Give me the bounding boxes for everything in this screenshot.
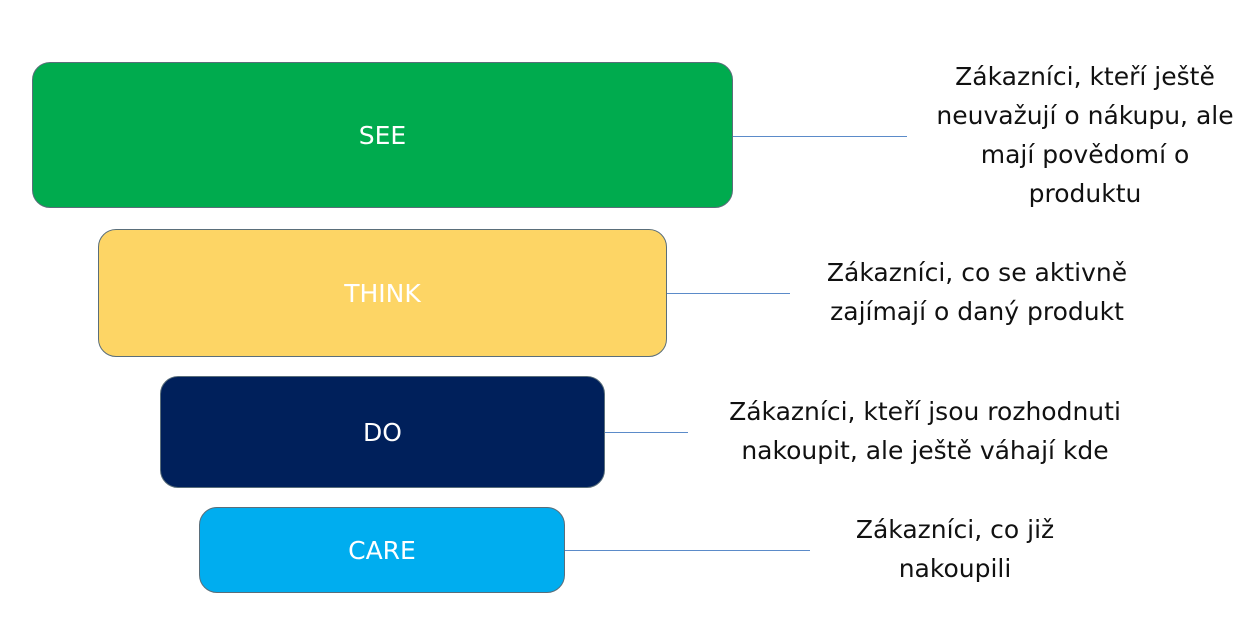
description-line: produktu — [1028, 179, 1142, 208]
stage-description: Zákazníci, co již nakoupili — [856, 510, 1054, 588]
connector-line — [565, 550, 810, 551]
stage-care: CARE — [199, 507, 565, 593]
stage-description: Zákazníci, kteří ještě neuvažují o nákup… — [936, 57, 1233, 213]
description-line: Zákazníci, kteří ještě — [955, 62, 1215, 91]
stage-description: Zákazníci, co se aktivně zajímají o daný… — [827, 253, 1127, 331]
stage-label: DO — [363, 417, 402, 447]
stage-label: SEE — [358, 120, 407, 150]
description-line: Zákazníci, co již — [855, 515, 1055, 544]
description-line: neuvažují o nákupu, ale — [936, 101, 1234, 130]
description-line: nakoupit, ale ještě váhají kde — [741, 436, 1109, 465]
connector-line — [605, 432, 688, 433]
description-line: mají povědomí o — [980, 140, 1190, 169]
connector-line — [667, 293, 790, 294]
stage-label: CARE — [348, 535, 416, 565]
stage-think: THINK — [98, 229, 667, 357]
description-line: Zákazníci, co se aktivně — [826, 258, 1128, 287]
connector-line — [733, 136, 907, 137]
stage-label: THINK — [344, 278, 421, 308]
stage-description: Zákazníci, kteří jsou rozhodnuti nakoupi… — [729, 392, 1121, 470]
stage-do: DO — [160, 376, 605, 488]
description-line: nakoupili — [898, 554, 1012, 583]
description-line: zajímají o daný produkt — [830, 297, 1124, 326]
description-line: Zákazníci, kteří jsou rozhodnuti — [729, 397, 1121, 426]
stage-see: SEE — [32, 62, 733, 208]
